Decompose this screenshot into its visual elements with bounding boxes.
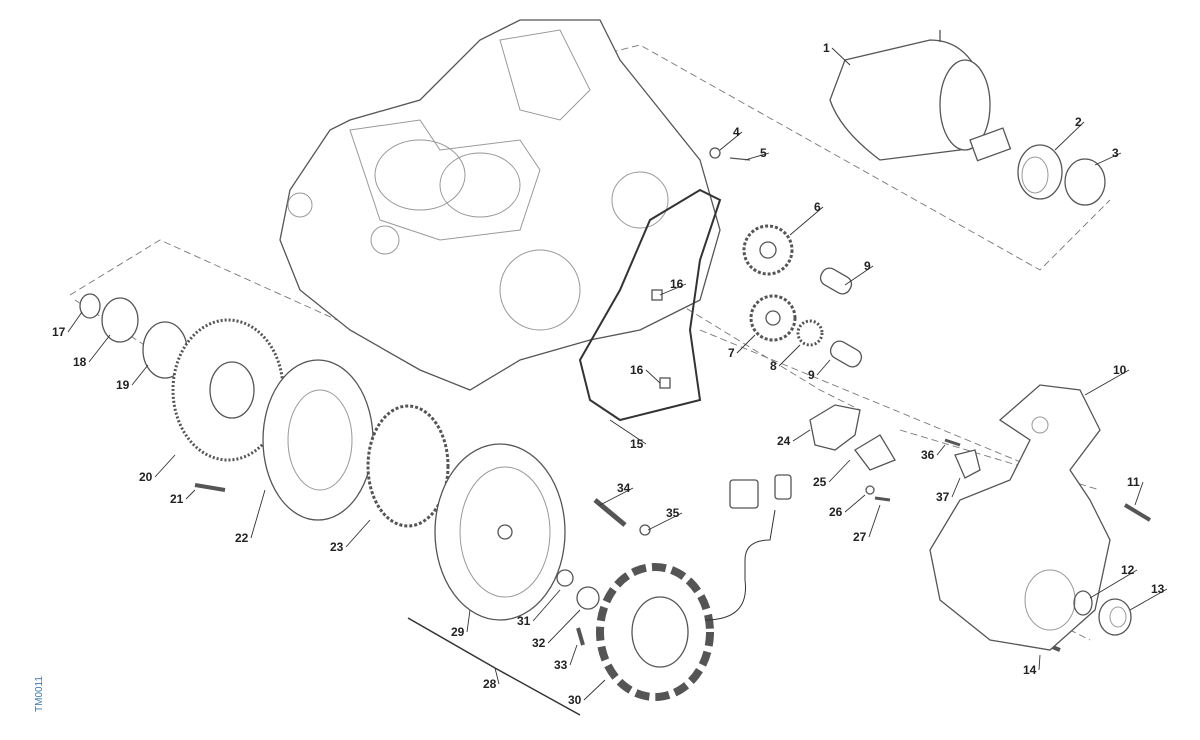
part-number-label: 30: [568, 693, 582, 707]
part-number-label: 20: [139, 470, 153, 484]
leader-line: [569, 644, 578, 666]
sprag-parts: [79, 293, 285, 462]
starter-motor: [829, 30, 1012, 162]
part-number-label: 19: [116, 378, 130, 392]
leader-line: [844, 494, 866, 513]
leader-line: [609, 419, 647, 445]
regulator-parts: [809, 404, 896, 471]
flywheel-parts: [262, 359, 566, 621]
part-number-label: 36: [921, 448, 935, 462]
leader-line: [816, 359, 831, 376]
gasket: [578, 188, 722, 422]
crankcase: [279, 19, 721, 391]
leader-line: [1134, 481, 1144, 506]
leader-line: [532, 589, 561, 622]
leader-line: [868, 504, 881, 538]
part-number-label: 35: [666, 506, 680, 520]
leader-line: [645, 369, 661, 384]
part-number-label: 37: [936, 490, 950, 504]
part-number-label: 34: [617, 481, 631, 495]
leader-line: [547, 609, 581, 644]
small-fasteners: [194, 147, 1152, 652]
part-number-label: 9: [808, 368, 815, 382]
leader-line: [1084, 369, 1130, 396]
leader-line: [831, 47, 851, 66]
leader-line: [1089, 569, 1138, 599]
leader-line: [778, 344, 801, 367]
leader-line: [67, 311, 83, 333]
part-number-label: 32: [532, 636, 546, 650]
part-number-label: 4: [733, 125, 740, 139]
part-number-label: 5: [760, 146, 767, 160]
generator-cover: [929, 384, 1111, 651]
leader-line: [1054, 121, 1085, 151]
leader-line: [844, 265, 874, 286]
part-number-label: 18: [73, 355, 87, 369]
leader-line: [154, 454, 176, 478]
leader-line: [599, 487, 634, 506]
leader-line: [185, 489, 196, 500]
part-number-label: 1: [823, 41, 830, 55]
gears: [742, 224, 863, 368]
part-number-label: 13: [1151, 582, 1165, 596]
starter-parts: [1017, 144, 1106, 206]
part-number-label: 15: [630, 437, 644, 451]
leader-line: [744, 152, 770, 161]
leader-line: [792, 429, 811, 442]
leader-line: [250, 489, 266, 539]
leader-line: [719, 131, 743, 151]
leader-line: [466, 609, 471, 633]
part-number-label: 16: [670, 277, 684, 291]
part-number-label: 21: [170, 492, 184, 506]
leader-line: [88, 334, 111, 363]
part-number-label: 7: [728, 346, 735, 360]
leader-line: [828, 459, 851, 483]
part-number-label: 25: [813, 475, 827, 489]
leader-line: [736, 334, 756, 354]
stator: [596, 474, 792, 701]
leader-line: [936, 444, 946, 456]
leader-line: [583, 679, 606, 701]
part-number-label: 11: [1127, 475, 1140, 489]
leader-line: [951, 477, 961, 498]
part-number-label: 26: [829, 505, 843, 519]
part-number-label: 31: [517, 614, 531, 628]
leader-line: [1129, 588, 1168, 611]
part-number-label: 27: [853, 530, 867, 544]
part-number-label: 8: [770, 359, 777, 373]
part-number-label: 28: [483, 677, 497, 691]
part-number-label: 2: [1075, 115, 1082, 129]
part-number-label: 14: [1023, 663, 1037, 677]
part-number-label: 3: [1112, 146, 1119, 160]
part-number-label: 29: [451, 625, 465, 639]
part-number-label: 16: [630, 363, 644, 377]
leader-line: [131, 364, 149, 386]
part-number-label: 10: [1113, 363, 1127, 377]
leader-line: [647, 512, 683, 531]
cover-seals: [1073, 590, 1132, 636]
part-number-label: 23: [330, 540, 344, 554]
bracket-28: [407, 617, 581, 716]
part-number-label: 33: [554, 658, 568, 672]
leader-line: [1038, 654, 1041, 671]
part-number-label: 24: [777, 434, 791, 448]
part-number-label: 6: [814, 200, 821, 214]
leader-line: [659, 283, 687, 296]
leader-line: [494, 667, 500, 685]
leader-line: [1094, 152, 1122, 166]
leader-line: [789, 206, 824, 236]
leader-line: [345, 519, 371, 548]
part-number-label: 17: [52, 325, 66, 339]
part-number-label: 22: [235, 531, 249, 545]
part-number-label: 9: [864, 259, 871, 273]
drawing-code: TM0011: [34, 676, 45, 712]
part-number-label: 12: [1121, 563, 1135, 577]
